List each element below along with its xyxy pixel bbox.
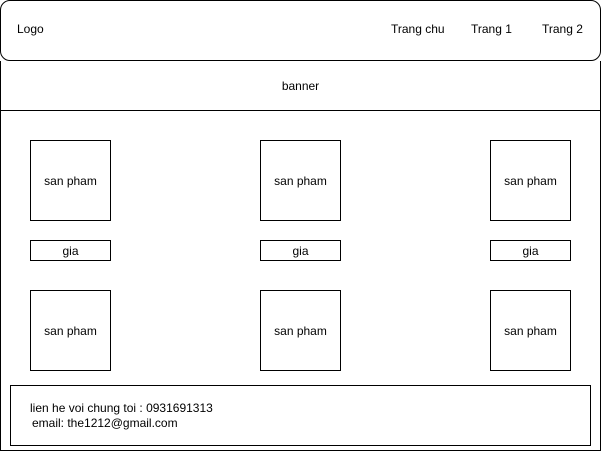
- price-box: gia: [30, 240, 111, 261]
- product-card[interactable]: san pham: [30, 140, 111, 221]
- price-label: gia: [62, 243, 79, 258]
- product-card[interactable]: san pham: [490, 140, 571, 221]
- product-card[interactable]: san pham: [30, 290, 111, 371]
- nav-item-trang-2[interactable]: Trang 2: [542, 22, 583, 36]
- product-label: san pham: [44, 173, 97, 188]
- price-box: gia: [490, 240, 571, 261]
- price-label: gia: [292, 243, 309, 258]
- product-label: san pham: [274, 173, 327, 188]
- price-label: gia: [522, 243, 539, 258]
- nav-item-trang-1[interactable]: Trang 1: [471, 22, 512, 36]
- product-label: san pham: [44, 323, 97, 338]
- product-card[interactable]: san pham: [260, 290, 341, 371]
- logo[interactable]: Logo: [17, 22, 44, 36]
- banner-label: banner: [281, 78, 320, 93]
- product-label: san pham: [504, 173, 557, 188]
- header-bar: [0, 0, 601, 61]
- footer-email: email: the1212@gmail.com: [32, 416, 178, 430]
- nav-item-trang-chu[interactable]: Trang chu: [391, 22, 445, 36]
- product-card[interactable]: san pham: [260, 140, 341, 221]
- footer: [10, 385, 591, 446]
- footer-contact: lien he voi chung toi : 0931691313: [30, 401, 213, 415]
- price-box: gia: [260, 240, 341, 261]
- product-label: san pham: [274, 323, 327, 338]
- banner: banner: [0, 61, 601, 111]
- product-card[interactable]: san pham: [490, 290, 571, 371]
- product-label: san pham: [504, 323, 557, 338]
